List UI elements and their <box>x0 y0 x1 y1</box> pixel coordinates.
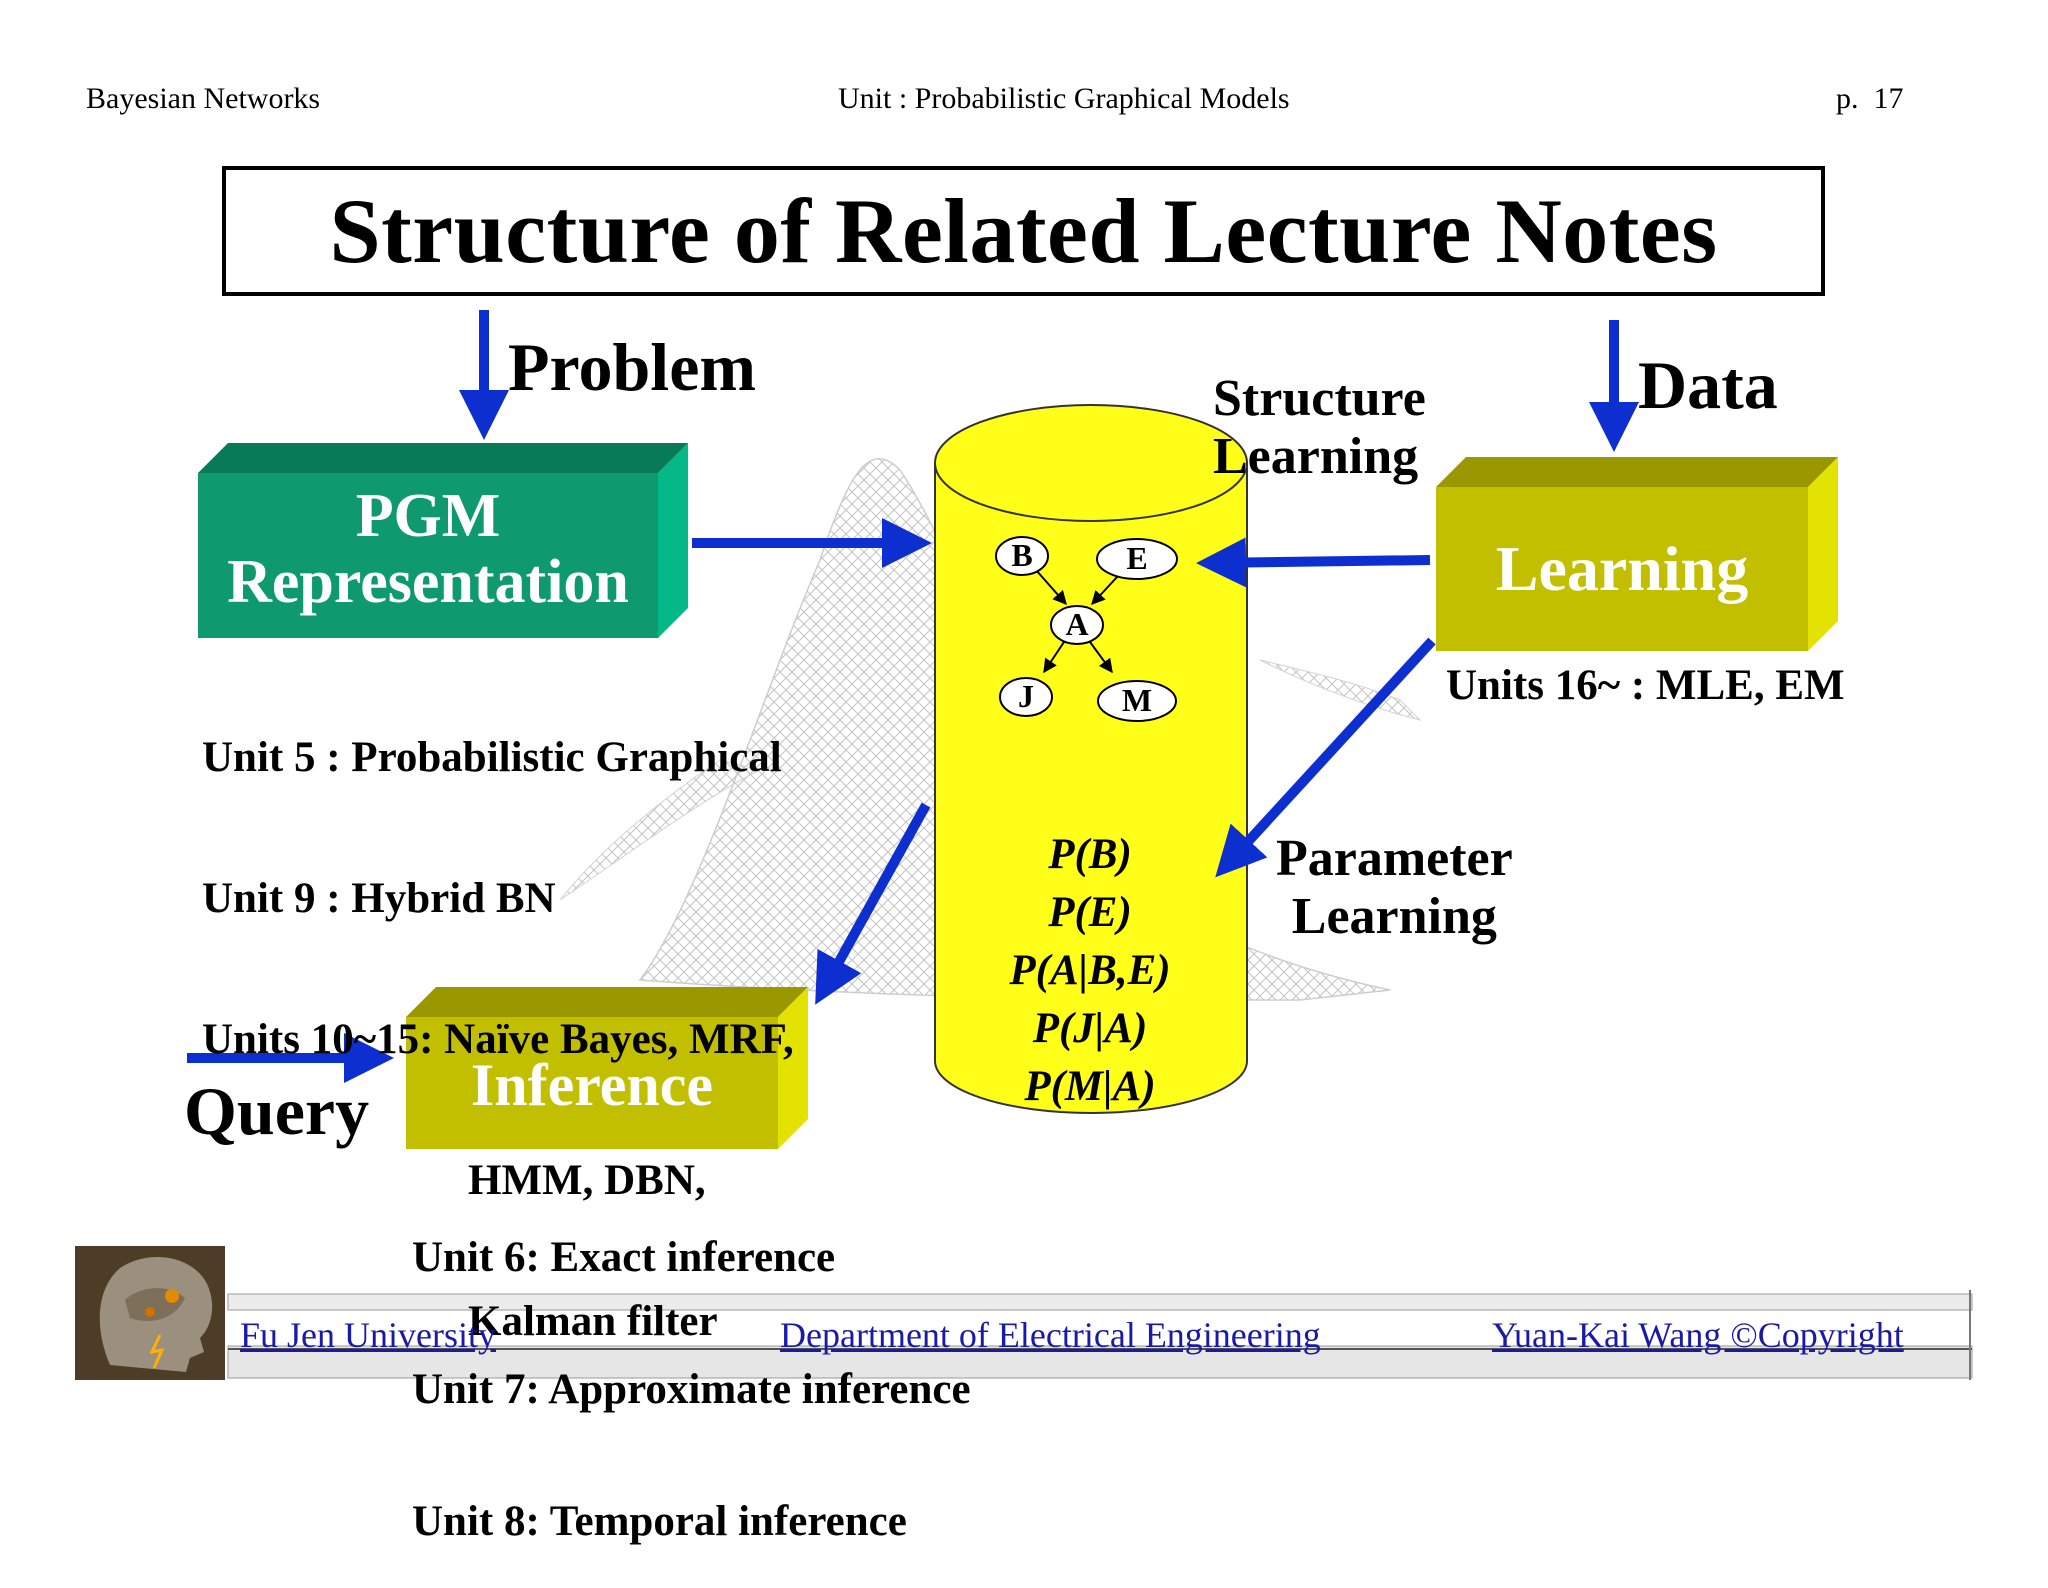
node-b-circle <box>995 536 1049 576</box>
flow-arrows <box>187 310 1639 1083</box>
pgm-unit-item: Kalman filter <box>468 1298 718 1345</box>
footer-bars <box>227 1290 1973 1380</box>
node-a-circle <box>1050 605 1104 645</box>
formula-pj: P(J|A) <box>1032 1005 1148 1052</box>
formula-pb: P(B) <box>1048 831 1132 878</box>
pgm-representation-box <box>198 443 688 638</box>
model-to-inference-arrow <box>815 802 931 1005</box>
header-course: Bayesian Networks <box>86 82 321 115</box>
title-box: Structure of Related Lecture Notes <box>222 166 1825 296</box>
head-logo <box>75 1246 225 1380</box>
problem-label: Problem <box>508 329 757 405</box>
parameter-learning-label: Parameter Learning <box>1276 830 1513 945</box>
slide-title: Structure of Related Lecture Notes <box>329 180 1718 282</box>
database-cylinder <box>934 404 1248 1114</box>
learning-label: Learning <box>1495 533 1749 604</box>
inference-unit-item: Unit 7: Approximate inference <box>412 1366 971 1413</box>
pgm-unit-item: HMM, DBN, <box>468 1157 706 1204</box>
node-j-circle <box>999 677 1053 717</box>
formula-pm: P(M|A) <box>1024 1063 1156 1110</box>
header-page-number: p. 17 <box>1836 82 1904 115</box>
pgm-unit-item: Unit 5 : Probabilistic Graphical <box>202 734 782 781</box>
inference-box <box>406 987 808 1149</box>
cpt-formulas: P(B) P(E) P(A|B,E) P(J|A) P(M|A) <box>960 826 1220 1116</box>
learning-unit-list: Units 16~ : MLE, EM <box>1446 662 1845 709</box>
pgm-unit-item: Units 10~15: Naïve Bayes, MRF, <box>202 1016 794 1063</box>
inference-label: Inference <box>470 1052 714 1118</box>
node-a: A <box>1065 606 1089 642</box>
data-label: Data <box>1638 347 1778 423</box>
footer-university-link[interactable]: Fu Jen University <box>240 1315 496 1355</box>
node-e-circle <box>1096 538 1178 580</box>
pgm-unit-item: Unit 9 : Hybrid BN <box>202 875 556 922</box>
parameter-learning-arrow <box>1215 637 1436 878</box>
query-label: Query <box>184 1073 370 1149</box>
bayesian-network <box>995 536 1178 722</box>
inference-unit-item: Unit 8: Temporal inference <box>412 1498 907 1545</box>
footer-copyright-link[interactable]: Yuan-Kai Wang ©Copyright <box>1492 1315 1904 1355</box>
pgm-unit-list: Unit 5 : Probabilistic Graphical Unit 9 … <box>202 640 794 1392</box>
footer-department-link[interactable]: Department of Electrical Engineering <box>780 1315 1321 1355</box>
diagram-canvas <box>75 310 1973 1380</box>
formula-pe: P(E) <box>1048 889 1132 936</box>
node-m: M <box>1121 682 1153 718</box>
node-m-circle <box>1097 680 1177 722</box>
structure-learning-label: Structure Learning <box>1213 370 1426 485</box>
inference-unit-item: Unit 6: Exact inference <box>412 1234 836 1281</box>
header-unit: Unit : Probabilistic Graphical Models <box>838 82 1290 115</box>
pgm-representation-label: PGM Representation <box>227 482 629 616</box>
inference-unit-list: Unit 6: Exact inference Unit 7: Approxim… <box>412 1148 971 1588</box>
node-e: E <box>1126 540 1148 576</box>
node-b: B <box>1011 537 1033 573</box>
structure-learning-arrow <box>1196 537 1431 588</box>
learning-box <box>1436 457 1838 651</box>
formula-pa: P(A|B,E) <box>1009 947 1171 994</box>
node-j: J <box>1018 678 1034 714</box>
